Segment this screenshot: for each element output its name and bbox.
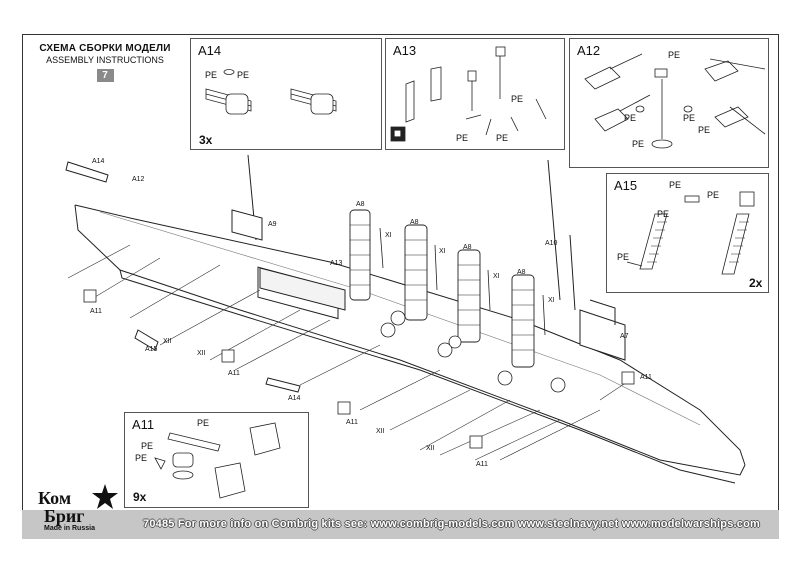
footer-text: 70485 For more info on Combrig kits see:…: [143, 518, 760, 530]
box-title-a14: A14: [198, 43, 222, 58]
pe-label: PE: [707, 190, 720, 200]
pe-label: PE: [624, 113, 637, 123]
callout-a11: A11: [476, 461, 488, 468]
a15-ladder-drawing: [626, 191, 755, 275]
callout-a8: A8: [517, 269, 526, 276]
box-title-a12: A12: [577, 43, 601, 58]
header-block: СХЕМА СБОРКИ МОДЕЛИ ASSEMBLY INSTRUCTION…: [30, 43, 180, 83]
pe-label: PE: [698, 125, 711, 135]
made-in-russia: Made in Russia: [44, 525, 95, 532]
title-russian: СХЕМА СБОРКИ МОДЕЛИ: [39, 43, 171, 54]
title-english: ASSEMBLY INSTRUCTIONS: [46, 55, 164, 65]
pe-label: PE: [135, 453, 148, 463]
callout-a14-low: A14: [288, 395, 301, 402]
detail-box-a12: A12 PE PE PE PE PE: [569, 38, 769, 168]
callout-a13: A13: [330, 260, 343, 267]
star-icon: [92, 484, 118, 509]
pe-label: PE: [632, 139, 645, 149]
callout-xii: XII: [197, 350, 206, 357]
pe-label: PE: [237, 70, 250, 80]
callout-a8: A8: [356, 201, 365, 208]
combrig-logo: Ком Бриг: [32, 480, 132, 536]
pe-label: PE: [496, 133, 509, 143]
callout-a15: A15: [145, 346, 158, 353]
callout-a7: A7: [620, 333, 629, 340]
pe-label: PE: [205, 70, 218, 80]
pe-label: PE: [197, 418, 210, 428]
footer-bar: [22, 510, 779, 539]
multiplier-a11: 9x: [133, 490, 147, 504]
detail-box-a11: A11 PE PE PE 9x: [124, 412, 309, 508]
detail-box-a14: A14 PE PE 3x: [190, 38, 382, 150]
pe-label: PE: [683, 113, 696, 123]
callout-xii: XII: [163, 338, 172, 345]
pe-label: PE: [657, 209, 670, 219]
callout-xi: XI: [548, 297, 555, 304]
a14-gun-drawing: [205, 69, 337, 115]
multiplier-a15: 2x: [749, 276, 763, 290]
a12-drawing: [584, 53, 766, 149]
callout-xi: XI: [493, 273, 500, 280]
callout-a12-top: A12: [132, 176, 145, 183]
callout-a11: A11: [640, 374, 652, 381]
callout-a9: A9: [268, 221, 277, 228]
a13-drawing: [390, 46, 547, 142]
box-title-a13: A13: [393, 43, 417, 58]
callout-xii: XII: [426, 445, 435, 452]
pe-label: PE: [668, 50, 681, 60]
callout-xi: XI: [439, 248, 446, 255]
box-title-a15: A15: [614, 178, 638, 193]
callout-a11: A11: [346, 419, 358, 426]
callout-a11: A11: [228, 370, 240, 377]
pe-label: PE: [511, 94, 524, 104]
pe-label: PE: [669, 180, 682, 190]
pe-label: PE: [456, 133, 469, 143]
detail-box-a15: A15 PE PE PE PE 2x: [606, 173, 769, 293]
page-number-badge: 7: [96, 69, 114, 82]
multiplier-a14: 3x: [199, 133, 213, 147]
callout-a10: A10: [545, 240, 558, 247]
box-title-a11: A11: [132, 417, 155, 432]
pe-label: PE: [141, 441, 154, 451]
logo-text-top: Ком: [38, 488, 72, 508]
callout-xi: XI: [385, 232, 392, 239]
callout-a14-top: A14: [92, 158, 105, 165]
logo-text-bottom: Бриг: [44, 506, 85, 526]
a11-gun-drawing: [154, 422, 281, 499]
callout-a11: A11: [90, 308, 102, 315]
detail-box-a13: A13 PE PE PE: [385, 38, 565, 150]
callout-xii: XII: [376, 428, 385, 435]
callout-a8: A8: [463, 244, 472, 251]
pe-label: PE: [617, 252, 630, 262]
callout-a8: A8: [410, 219, 419, 226]
